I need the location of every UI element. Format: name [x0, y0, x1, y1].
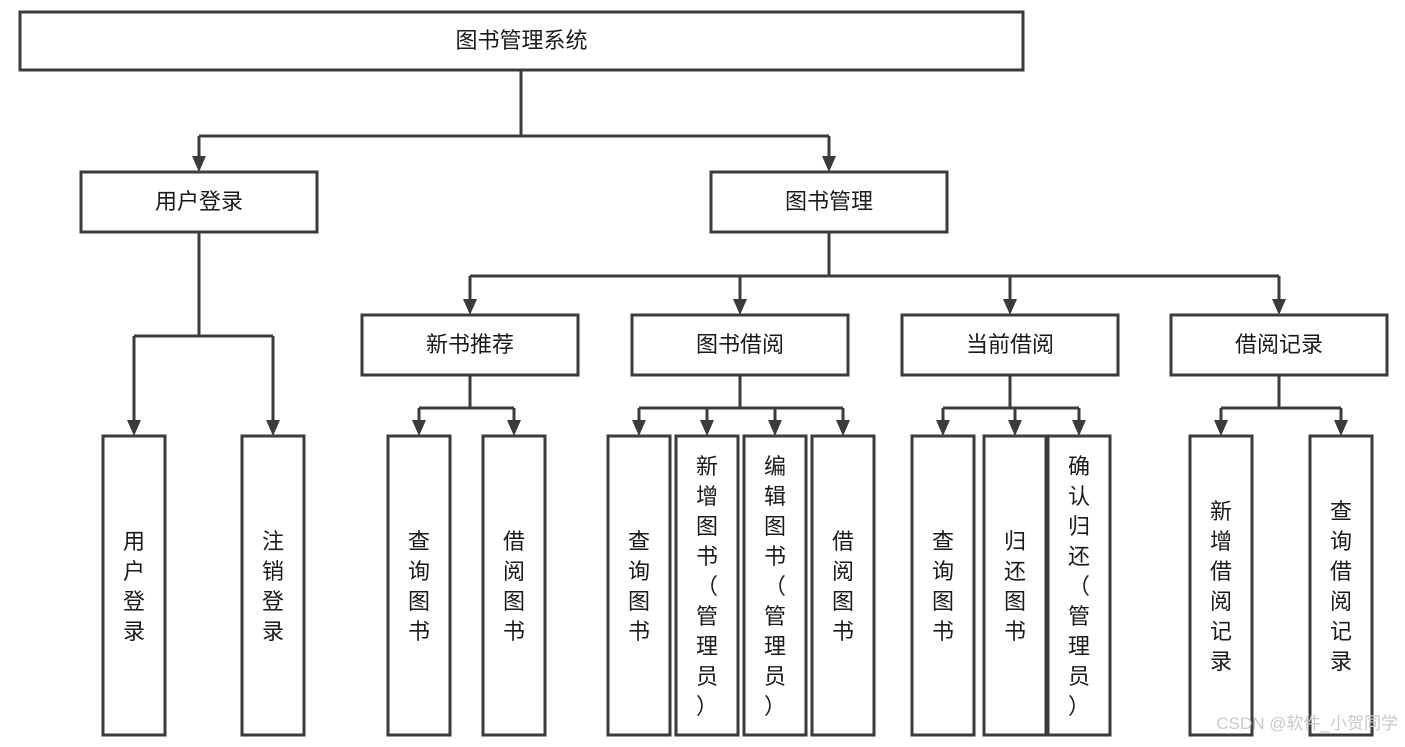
- arrow-head-icon: [700, 420, 714, 436]
- node-label: 借阅图书: [503, 529, 525, 644]
- arrow-head-icon: [1008, 420, 1022, 436]
- node-label: 新书推荐: [426, 332, 514, 357]
- arrow-head-icon: [768, 420, 782, 436]
- node-new-book-rec[interactable]: 新书推荐: [360, 313, 580, 377]
- arrow-head-icon: [1072, 420, 1086, 436]
- watermark-label: CSDN @软件_小贺同学: [1216, 714, 1398, 733]
- connector-layer: [127, 70, 1348, 436]
- node-box[interactable]: [386, 434, 452, 737]
- connector-conn-root-children: [192, 70, 836, 172]
- node-leaf-query-record[interactable]: 查询借阅记录: [1308, 434, 1374, 737]
- arrow-head-icon: [936, 420, 950, 436]
- node-label: 查询图书: [408, 529, 430, 644]
- node-leaf-query-book-rec[interactable]: 查询图书: [386, 434, 452, 737]
- node-label: 图书管理: [785, 189, 873, 214]
- node-box[interactable]: [1308, 434, 1374, 737]
- node-box[interactable]: [810, 434, 876, 737]
- node-book-manage[interactable]: 图书管理: [709, 170, 949, 234]
- node-leaf-user-login[interactable]: 用户登录: [101, 434, 167, 737]
- arrow-head-icon: [733, 299, 747, 315]
- node-label: 查询图书: [628, 529, 650, 644]
- arrow-head-icon: [507, 420, 521, 436]
- node-box[interactable]: [1188, 434, 1254, 737]
- node-box[interactable]: [240, 434, 306, 737]
- node-label: 图书管理系统: [455, 28, 587, 53]
- arrow-head-icon: [192, 156, 206, 172]
- node-box[interactable]: [674, 434, 740, 737]
- arrow-head-icon: [632, 420, 646, 436]
- node-box[interactable]: [606, 434, 672, 737]
- node-box[interactable]: [360, 313, 580, 377]
- node-label: 编辑图书（管理员）: [764, 454, 786, 719]
- node-leaf-query-book-c[interactable]: 查询图书: [910, 434, 976, 737]
- node-label: 归还图书: [1004, 529, 1026, 644]
- arrow-head-icon: [1334, 420, 1348, 436]
- node-label: 查询借阅记录: [1330, 499, 1352, 674]
- node-box[interactable]: [900, 313, 1120, 377]
- arrow-head-icon: [1214, 420, 1228, 436]
- node-box[interactable]: [709, 170, 949, 234]
- node-user-login[interactable]: 用户登录: [79, 170, 319, 234]
- node-layer: 图书管理系统用户登录图书管理新书推荐图书借阅当前借阅借阅记录用户登录注销登录查询…: [18, 10, 1389, 737]
- node-leaf-borrow-book-rec[interactable]: 借阅图书: [481, 434, 547, 737]
- node-leaf-return-book[interactable]: 归还图书: [982, 434, 1048, 737]
- node-root[interactable]: 图书管理系统: [18, 10, 1025, 72]
- arrow-head-icon: [463, 299, 477, 315]
- node-leaf-add-record[interactable]: 新增借阅记录: [1188, 434, 1254, 737]
- node-label: 借阅记录: [1235, 332, 1323, 357]
- connector-conn-book-manage-children: [463, 232, 1286, 315]
- connector-conn-borrow-record-children: [1214, 375, 1348, 436]
- node-box[interactable]: [18, 10, 1025, 72]
- node-label: 图书借阅: [696, 332, 784, 357]
- node-box[interactable]: [1169, 313, 1389, 377]
- arrow-head-icon: [412, 420, 426, 436]
- node-box[interactable]: [742, 434, 808, 737]
- connector-conn-current-borrow-children: [936, 375, 1086, 436]
- arrow-head-icon: [836, 420, 850, 436]
- node-box[interactable]: [910, 434, 976, 737]
- node-box[interactable]: [101, 434, 167, 737]
- node-label: 当前借阅: [966, 332, 1054, 357]
- node-leaf-query-book-b[interactable]: 查询图书: [606, 434, 672, 737]
- node-label: 用户登录: [123, 529, 145, 644]
- node-label: 查询图书: [932, 529, 954, 644]
- node-leaf-borrow-book-b[interactable]: 借阅图书: [810, 434, 876, 737]
- node-label: 用户登录: [155, 189, 243, 214]
- node-leaf-logout[interactable]: 注销登录: [240, 434, 306, 737]
- node-leaf-edit-book[interactable]: 编辑图书（管理员）: [742, 434, 808, 737]
- node-label: 借阅图书: [832, 529, 854, 644]
- arrow-head-icon: [1003, 299, 1017, 315]
- node-leaf-add-book[interactable]: 新增图书（管理员）: [674, 434, 740, 737]
- node-current-borrow[interactable]: 当前借阅: [900, 313, 1120, 377]
- connector-conn-book-borrow-children: [632, 375, 850, 436]
- node-label: 注销登录: [262, 529, 284, 644]
- node-label: 新增图书（管理员）: [696, 454, 718, 719]
- node-box[interactable]: [630, 313, 850, 377]
- arrow-head-icon: [1272, 299, 1286, 315]
- node-box[interactable]: [79, 170, 319, 234]
- node-box[interactable]: [1046, 434, 1112, 737]
- connector-conn-user-login-children: [127, 232, 280, 436]
- node-box[interactable]: [481, 434, 547, 737]
- node-label: 新增借阅记录: [1210, 499, 1232, 674]
- node-box[interactable]: [982, 434, 1048, 737]
- node-leaf-confirm-return[interactable]: 确认归还（管理员）: [1046, 434, 1112, 737]
- connector-conn-new-book-rec-children: [412, 375, 521, 436]
- arrow-head-icon: [266, 420, 280, 436]
- node-label: 确认归还（管理员）: [1068, 454, 1090, 719]
- arrow-head-icon: [127, 420, 141, 436]
- arrow-head-icon: [822, 156, 836, 172]
- node-book-borrow[interactable]: 图书借阅: [630, 313, 850, 377]
- node-borrow-record[interactable]: 借阅记录: [1169, 313, 1389, 377]
